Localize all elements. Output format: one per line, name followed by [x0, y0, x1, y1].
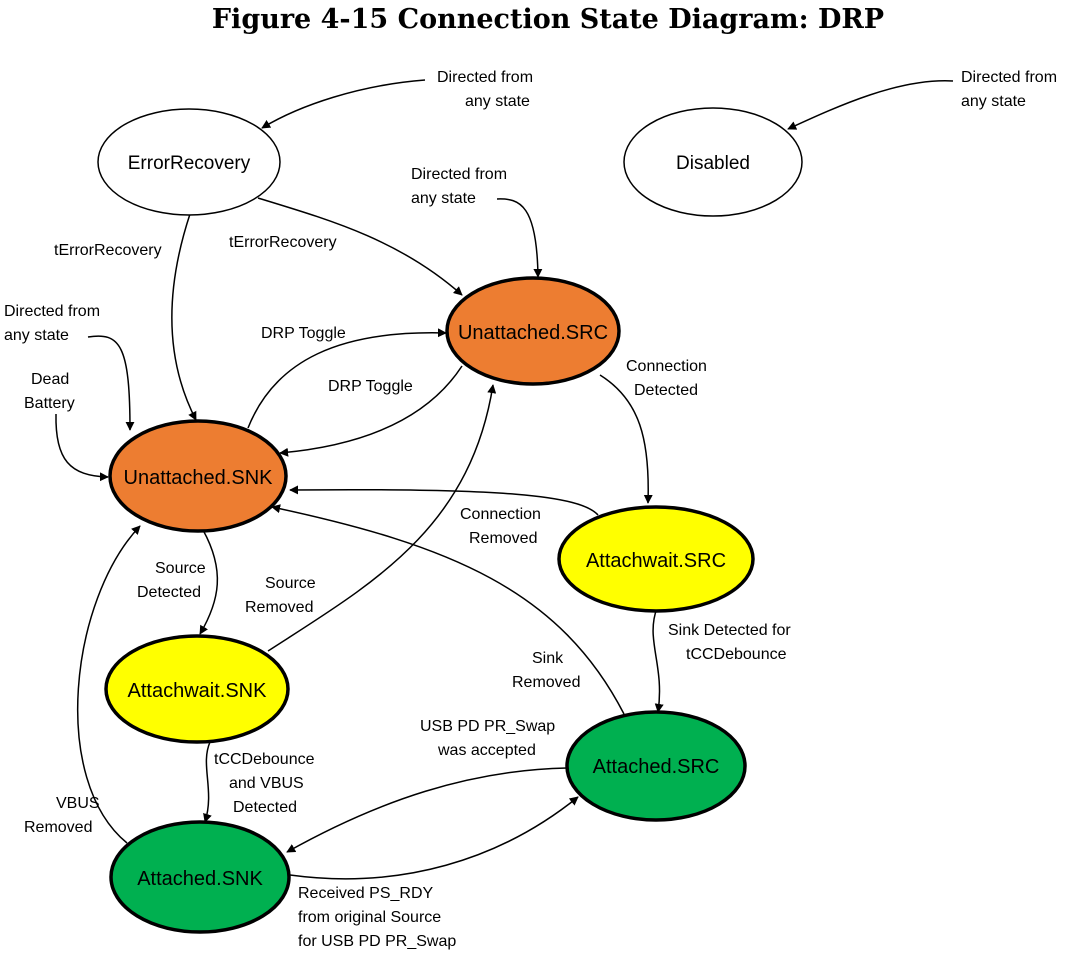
state-disabled: Disabled	[623, 107, 803, 217]
edge-error-to-src	[257, 197, 463, 296]
edge-src-to-snk-toggle	[279, 365, 463, 457]
edge-ps-rdy-received	[289, 796, 579, 880]
state-unattached-src-label: Unattached.SRC	[458, 322, 608, 344]
state-attached-snk: Attached.SNK	[109, 820, 291, 934]
state-disabled-label: Disabled	[676, 153, 750, 174]
state-attached-snk-shape	[109, 820, 291, 934]
edge-to-unattached-snk	[87, 335, 135, 431]
transition-labels: Directed from any state Directed from an…	[4, 69, 1061, 950]
edge-source-removed	[267, 384, 497, 652]
state-attachwait-snk: Attachwait.SNK	[104, 634, 290, 744]
edge-connection-removed	[289, 485, 599, 516]
state-attachwait-src: Attachwait.SRC	[557, 505, 755, 613]
edge-vbus-removed	[76, 525, 141, 844]
state-nodes: ErrorRecovery Disabled Unattached.SRC Un…	[97, 107, 803, 934]
state-unattached-snk: Unattached.SNK	[108, 419, 288, 533]
state-error-recovery-label: ErrorRecovery	[128, 153, 251, 174]
label-vbus-removed: VBUS Removed	[24, 795, 104, 836]
state-attached-snk-label: Attached.SNK	[137, 868, 263, 890]
label-to-error-recovery: Directed from any state	[437, 69, 537, 110]
state-attachwait-snk-shape	[104, 634, 290, 744]
state-attachwait-src-shape	[557, 505, 755, 613]
edge-to-disabled	[787, 80, 954, 130]
label-sink-removed: Sink Removed	[512, 650, 580, 691]
state-unattached-src: Unattached.SRC	[445, 276, 621, 386]
label-to-unattached-src: Directed from any state	[411, 166, 511, 207]
state-attached-src-label: Attached.SRC	[593, 756, 720, 778]
label-error-to-src: tErrorRecovery	[229, 234, 337, 251]
state-attached-src: Attached.SRC	[565, 710, 747, 822]
state-attached-src-shape	[565, 710, 747, 822]
edge-error-to-snk	[171, 213, 197, 421]
label-source-removed: Source Removed	[245, 575, 320, 616]
edge-to-unattached-src	[496, 198, 543, 278]
edge-src-connection-detected	[599, 374, 653, 504]
transition-edges	[55, 79, 954, 880]
label-to-disabled: Directed from any state	[961, 69, 1061, 110]
state-disabled-shape	[623, 107, 803, 217]
state-error-recovery-shape	[97, 108, 281, 216]
edge-dead-battery	[55, 413, 109, 482]
edge-source-detected	[199, 529, 219, 635]
edge-sink-removed	[271, 504, 625, 715]
label-source-detected: Source Detected	[137, 560, 210, 601]
label-dead-battery: Dead Battery	[24, 371, 75, 412]
state-unattached-snk-label: Unattached.SNK	[124, 467, 274, 489]
label-ps-rdy-received: Received PS_RDY from original Source for…	[298, 885, 456, 950]
label-tcc-debounce-vbus: tCCDebounce and VBUS Detected	[214, 751, 319, 816]
label-pr-swap-accepted: USB PD PR_Swap was accepted	[420, 718, 560, 759]
label-src-connection-detected: Connection Detected	[626, 358, 711, 399]
state-attachwait-snk-label: Attachwait.SNK	[128, 680, 268, 702]
state-unattached-snk-shape	[108, 419, 288, 533]
edge-to-error-recovery	[261, 79, 426, 129]
edge-sink-detected	[652, 607, 664, 713]
state-unattached-src-shape	[445, 276, 621, 386]
edge-snk-to-src-toggle	[247, 328, 447, 429]
label-src-to-snk-toggle: DRP Toggle	[328, 378, 413, 395]
edge-tcc-debounce-vbus	[203, 741, 212, 823]
label-connection-removed: Connection Removed	[460, 506, 545, 547]
state-error-recovery: ErrorRecovery	[97, 108, 281, 216]
figure-title: Figure 4-15 Connection State Diagram: DR…	[212, 4, 884, 35]
label-error-to-snk: tErrorRecovery	[54, 242, 162, 259]
state-attachwait-src-label: Attachwait.SRC	[586, 550, 726, 572]
edge-pr-swap-accepted	[286, 767, 568, 853]
label-snk-to-src-toggle: DRP Toggle	[261, 325, 346, 342]
label-sink-detected: Sink Detected for tCCDebounce	[668, 622, 795, 663]
label-to-unattached-snk: Directed from any state	[4, 303, 104, 344]
